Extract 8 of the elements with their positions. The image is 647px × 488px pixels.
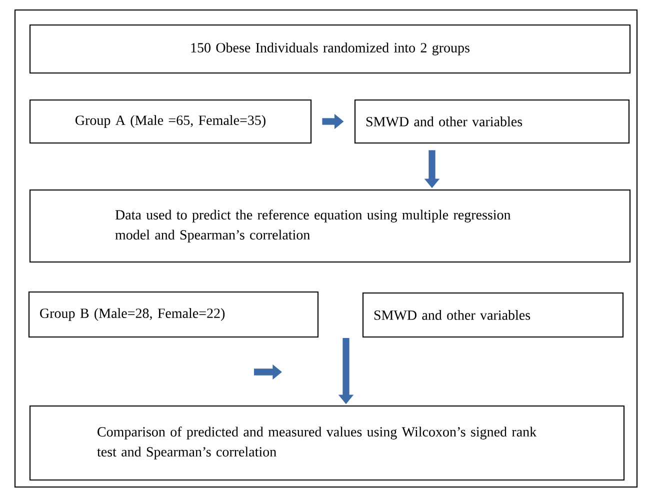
process-box: Data used to predict the reference equation using multiple regression model and Spearman’s correlation <box>29 189 631 263</box>
process-box: SMWD and other variables <box>362 292 624 338</box>
process-box: SMWD and other variables <box>354 99 630 144</box>
process-box: 150 Obese Individuals randomized into 2 groups <box>29 24 631 74</box>
process-box: Comparison of predicted and measured values using Wilcoxon’s signed rank test and Spearman’s correlation <box>29 405 625 481</box>
process-box: Group B (Male=28, Female=22) <box>28 291 319 338</box>
process-box: Group A (Male =65, Female=35) <box>29 99 312 144</box>
frame-box <box>14 9 638 488</box>
